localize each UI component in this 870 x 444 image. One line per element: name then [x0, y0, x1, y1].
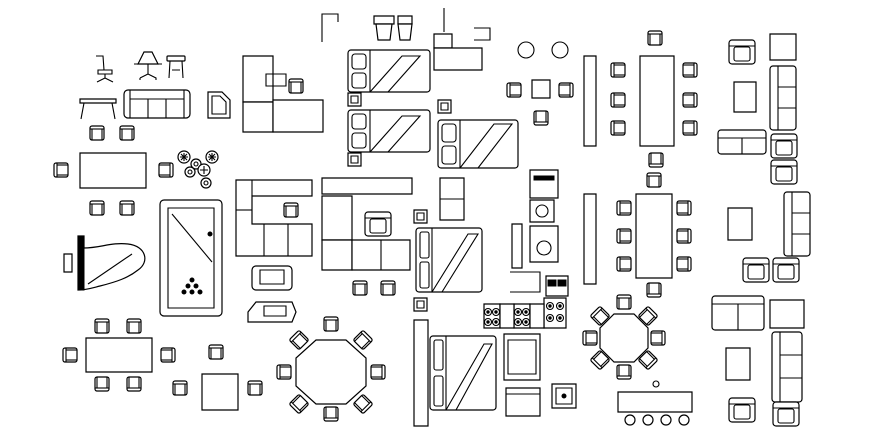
kitchen-appliance-stack: [512, 170, 558, 268]
double-bed-lower-center: [416, 228, 482, 292]
conference-table-middle: [584, 172, 692, 298]
side-table-mid-right: [728, 208, 752, 240]
triangle-rack: [182, 278, 202, 294]
small-chair-pair-top: [89, 125, 135, 141]
chaise-lounge: [208, 92, 230, 118]
octagon-table-right: [582, 294, 666, 380]
potted-plants: [178, 151, 218, 188]
sofa-vertical-low-right: [772, 332, 802, 402]
sectional-sofa-center: [322, 178, 412, 270]
office-chair-elevation: [96, 56, 113, 82]
l-shaped-sectional: [236, 180, 312, 256]
square-sink: [552, 384, 576, 408]
side-table-top-right: [734, 82, 756, 112]
dining-set-six-chairs: [62, 318, 176, 392]
wardrobe-tall: [440, 178, 464, 220]
loveseat-right: [718, 130, 766, 154]
sink-units-row: [484, 298, 566, 328]
side-chair-bottom: [172, 380, 188, 396]
cooktop-small: [546, 276, 568, 296]
square-table-top-right: [770, 34, 796, 60]
sofa-vertical-right: [770, 66, 796, 130]
square-coffee-table: [202, 374, 238, 410]
rectangular-table-left: [53, 153, 174, 188]
armchair-pair-mid-right: [742, 257, 800, 283]
double-bed-center: [438, 120, 518, 168]
sofa-lower-right: [712, 296, 804, 330]
small-stool: [208, 344, 224, 360]
octagonal-table-eight-chairs: [276, 316, 386, 422]
armchair-elevation: [252, 266, 292, 290]
armchair-bottom-right: [728, 397, 800, 427]
chairs-pair-center: [352, 280, 396, 296]
conference-table-top: [584, 30, 698, 168]
double-bed-bottom: [414, 320, 496, 426]
side-table-low-right: [726, 348, 750, 380]
toilet-elevation: [322, 14, 338, 42]
bench-with-stools: [618, 381, 692, 425]
small-chair-pair-bottom: [89, 200, 135, 216]
coffee-table-elevation: [80, 99, 116, 119]
wash-basin-counter: [434, 8, 490, 70]
side-chair-right: [247, 380, 263, 396]
round-table-four-chairs: [506, 42, 574, 126]
kitchen-counter-l: [510, 272, 540, 292]
bar-stool-elevation: [167, 56, 185, 78]
sofa-vertical-mid-right: [784, 192, 810, 256]
armchair-pair-right: [770, 133, 798, 185]
swivel-chair-elevation: [134, 52, 162, 80]
office-desk-corner: [243, 56, 323, 132]
bath-tub-bottom: [504, 334, 540, 380]
toilet-bidet-pair: [374, 16, 412, 40]
grand-piano: [64, 236, 145, 290]
armchair-top-right: [728, 39, 756, 65]
shower-tray: [506, 388, 540, 416]
pool-table: [160, 200, 222, 316]
three-seat-sofa: [123, 89, 191, 119]
recliner-side-view: [248, 302, 296, 322]
bed-single-middle: [347, 109, 431, 167]
